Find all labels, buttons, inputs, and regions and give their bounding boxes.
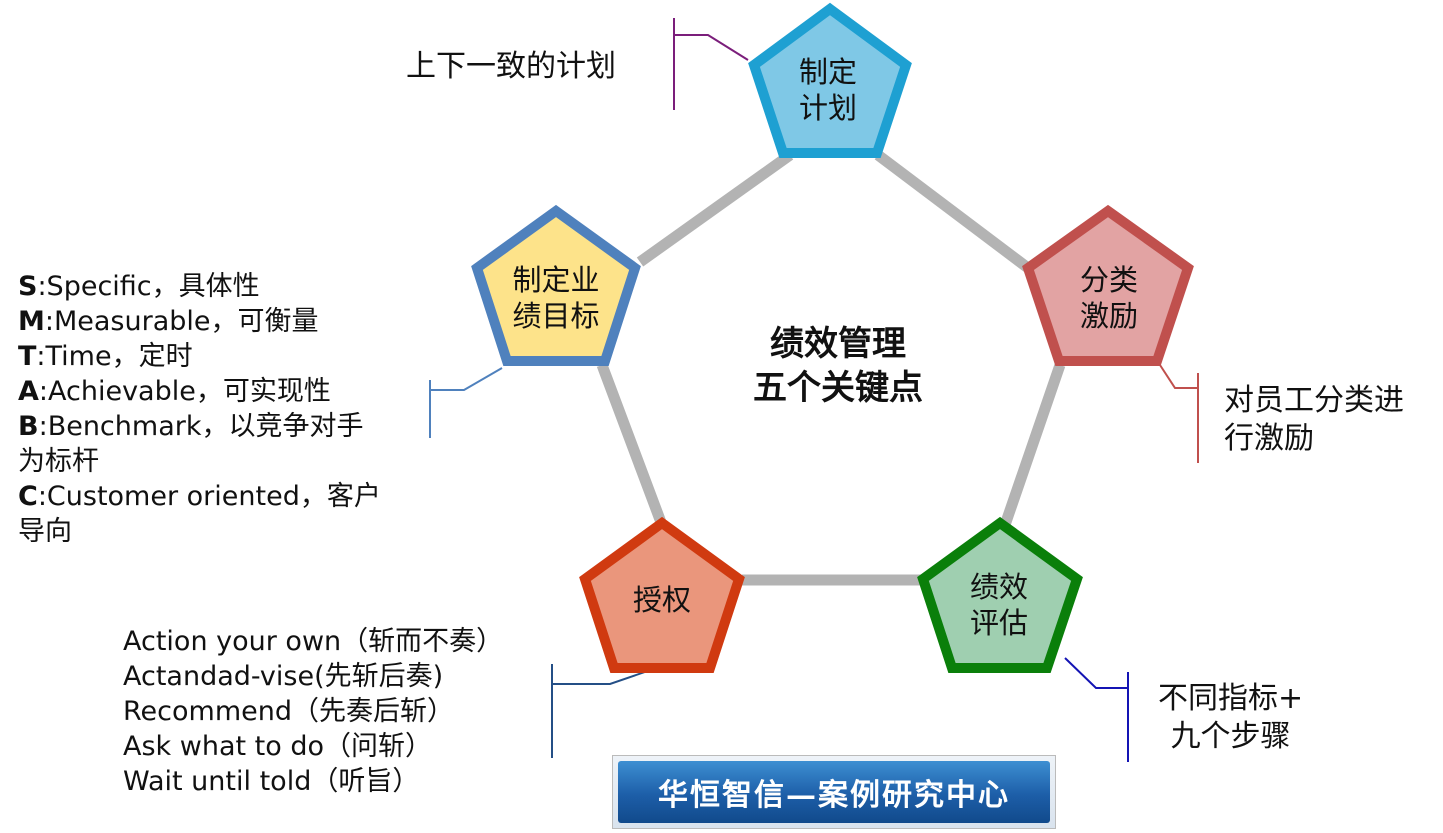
smart-c-text: :Customer oriented，客户 [37,481,381,512]
node-incentive-line2: 激励 [1079,299,1138,333]
node-incentive-shape [1022,204,1194,366]
note-incentive-line2: 行激励 [1224,421,1314,456]
connector-incentive-evaluation [999,363,1066,527]
smart-s-row: S:Specific，具体性 [18,269,381,304]
node-plan-line2: 计划 [798,91,857,125]
note-plan: 上下一致的计划 [406,49,616,84]
node-empower-line1: 授权 [632,583,691,617]
empower-item-4: Ask what to do（问斩） [123,731,433,762]
callout-incentive [1159,364,1198,389]
node-incentive-label: 分类 激励 [1039,262,1179,334]
node-goals-label: 制定业 绩目标 [486,262,626,334]
smart-m-letter: M [18,306,45,337]
brand-banner-text: 华恒智信—案例研究中心 [618,761,1050,823]
smart-t-text: :Time，定时 [36,341,193,372]
smart-a-text: :Achievable，可实现性 [38,376,331,407]
node-plan-line1: 制定 [798,55,857,89]
node-goals-shape [471,204,641,366]
empower-item-5: Wait until told（听旨） [123,766,420,797]
smart-m-row: M:Measurable，可衡量 [18,304,381,339]
note-evaluation-line2: 九个步骤 [1170,719,1291,754]
empower-item-1: Action your own（斩而不奏） [123,626,504,657]
smart-s-text: :Specific，具体性 [37,271,260,302]
center-title-line1: 绩效管理 [770,324,906,364]
empower-item-3: Recommend（先奏后斩） [123,696,454,727]
brand-banner: 华恒智信—案例研究中心 [612,755,1056,829]
note-evaluation: 不同指标+ 九个步骤 [1158,680,1303,756]
node-goals-line2: 绩目标 [512,299,600,333]
note-smart-list: S:Specific，具体性 M:Measurable，可衡量 T:Time，定… [18,269,381,549]
smart-s-letter: S [18,271,38,302]
smart-t-letter: T [18,341,37,372]
connector-ring [596,150,1066,586]
node-goals-line1: 制定业 [512,263,600,297]
empower-item-2: Actandad-vise(先斩后奏) [123,661,444,692]
smart-c-cont: 导向 [18,516,72,547]
smart-b-row: B:Benchmark，以竞争对手 [18,409,381,444]
smart-a-letter: A [18,376,39,407]
node-evaluation-shape [917,516,1083,673]
smart-m-text: :Measurable，可衡量 [44,306,319,337]
smart-b-cont: 为标杆 [18,446,99,477]
callout-plan [674,34,749,61]
node-plan-label: 制定 计划 [758,54,898,126]
node-empower-shape [579,516,745,673]
smart-b-letter: B [18,411,39,442]
node-incentive-line1: 分类 [1079,263,1138,297]
node-plan-shape [748,2,912,158]
center-title-line2: 五个关键点 [753,368,923,408]
callout-goals [430,367,503,391]
note-evaluation-line1: 不同指标+ [1158,681,1304,716]
connector-empower-goals [596,363,668,527]
smart-a-row: A:Achievable，可实现性 [18,374,381,409]
node-evaluation-line1: 绩效 [969,570,1028,604]
smart-c-row: C:Customer oriented，客户 [18,479,381,514]
node-empower-label: 授权 [592,582,732,618]
connector-plan-incentive [874,150,1032,273]
connector-goals-plan [636,150,794,267]
center-title: 绩效管理 五个关键点 [718,322,958,410]
smart-c-letter: C [18,481,38,512]
callout-evaluation [1064,657,1128,689]
note-empower-list: Action your own（斩而不奏） Actandad-vise(先斩后奏… [123,624,503,799]
note-incentive: 对员工分类进 行激励 [1224,382,1404,458]
smart-b-text: :Benchmark，以竞争对手 [38,411,364,442]
note-incentive-line1: 对员工分类进 [1224,383,1404,418]
node-evaluation-label: 绩效 评估 [929,569,1069,641]
node-evaluation-line2: 评估 [969,606,1028,640]
smart-t-row: T:Time，定时 [18,339,381,374]
